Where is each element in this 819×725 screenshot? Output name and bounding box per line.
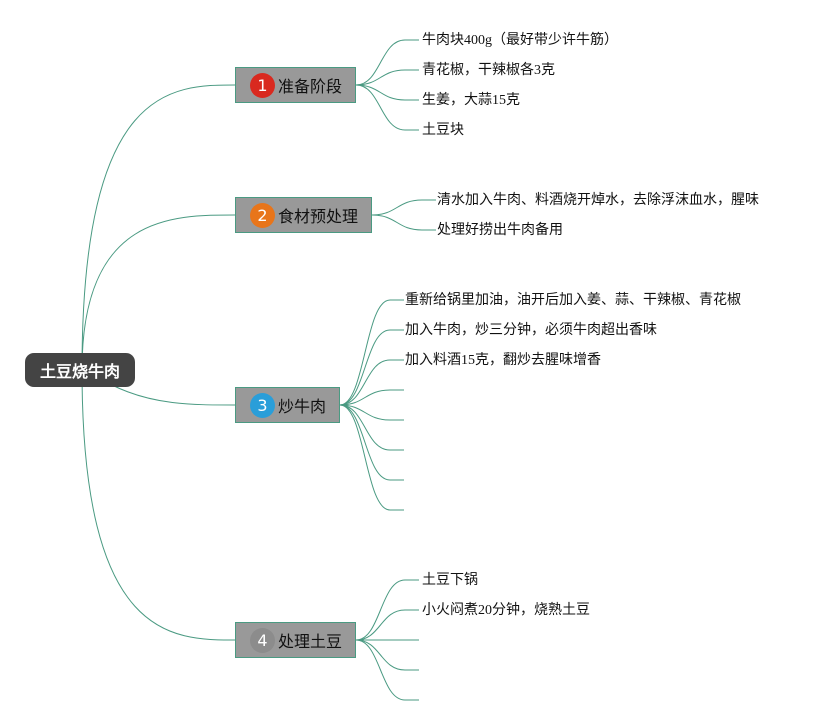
leaf-item[interactable]: 生姜，大蒜15克 (422, 93, 520, 108)
leaf-connector-line (355, 609, 406, 641)
leaf-connector-line (355, 579, 406, 641)
stage-label: 处理土豆 (278, 632, 343, 651)
number-4-icon: 4 (250, 627, 275, 653)
leaf-connector-line (355, 84, 406, 131)
leaf-item[interactable]: 清水加入牛肉、料酒烧开焯水，去除浮沫血水，腥味 (437, 193, 759, 208)
leaf-item[interactable]: 加入料酒15克，翻炒去腥味增香 (405, 353, 601, 368)
stage-node-preparation[interactable]: 1 准备阶段 (235, 67, 356, 103)
leaf-connector-line (339, 404, 391, 421)
leaf-item[interactable]: 处理好捞出牛肉备用 (437, 223, 563, 238)
leaf-item[interactable]: 加入牛肉，炒三分钟，必须牛肉超出香味 (405, 323, 657, 338)
leaf-connector-line (355, 639, 406, 701)
leaf-item[interactable]: 小火闷煮20分钟，烧熟土豆 (422, 603, 590, 618)
leaf-connector-line (355, 39, 406, 86)
leaf-connector-line (339, 359, 391, 406)
stage-node-ingredient-prep[interactable]: 2 食材预处理 (235, 197, 372, 233)
leaf-connector-line (371, 199, 423, 216)
leaf-item[interactable]: 青花椒，干辣椒各3克 (422, 63, 555, 78)
stage-label: 炒牛肉 (278, 397, 327, 416)
stage-label: 准备阶段 (278, 77, 343, 96)
root-connector-line (81, 84, 236, 371)
stage-node-stir-fry-beef[interactable]: 3 炒牛肉 (235, 387, 340, 423)
leaf-item[interactable]: 土豆块 (422, 123, 464, 138)
leaf-connector-line (339, 404, 391, 511)
root-topic-label: 土豆烧牛肉 (39, 362, 120, 381)
root-connector-line (81, 214, 236, 371)
leaf-connector-line (371, 214, 423, 231)
number-3-icon: 3 (250, 392, 275, 418)
root-connector-line (111, 384, 236, 406)
stage-label: 食材预处理 (278, 207, 359, 226)
root-connector-line (81, 369, 236, 641)
leaf-connector-line (339, 299, 391, 406)
number-2-icon: 2 (250, 202, 275, 228)
leaf-connector-line (339, 329, 391, 406)
leaf-item[interactable]: 牛肉块400g（最好带少许牛筋） (422, 33, 618, 48)
leaf-connector-line (339, 404, 391, 451)
leaf-connector-line (355, 639, 406, 671)
leaf-connector-line (339, 404, 391, 481)
leaf-connector-line (355, 69, 406, 86)
leaf-item[interactable]: 重新给锅里加油，油开后加入姜、蒜、干辣椒、青花椒 (405, 293, 741, 308)
root-topic[interactable]: 土豆烧牛肉 (25, 353, 135, 387)
leaf-connector-line (339, 389, 391, 406)
number-1-icon: 1 (250, 72, 275, 98)
leaf-connector-line (355, 84, 406, 101)
leaf-item[interactable]: 土豆下锅 (422, 573, 478, 588)
stage-node-potatoes[interactable]: 4 处理土豆 (235, 622, 356, 658)
